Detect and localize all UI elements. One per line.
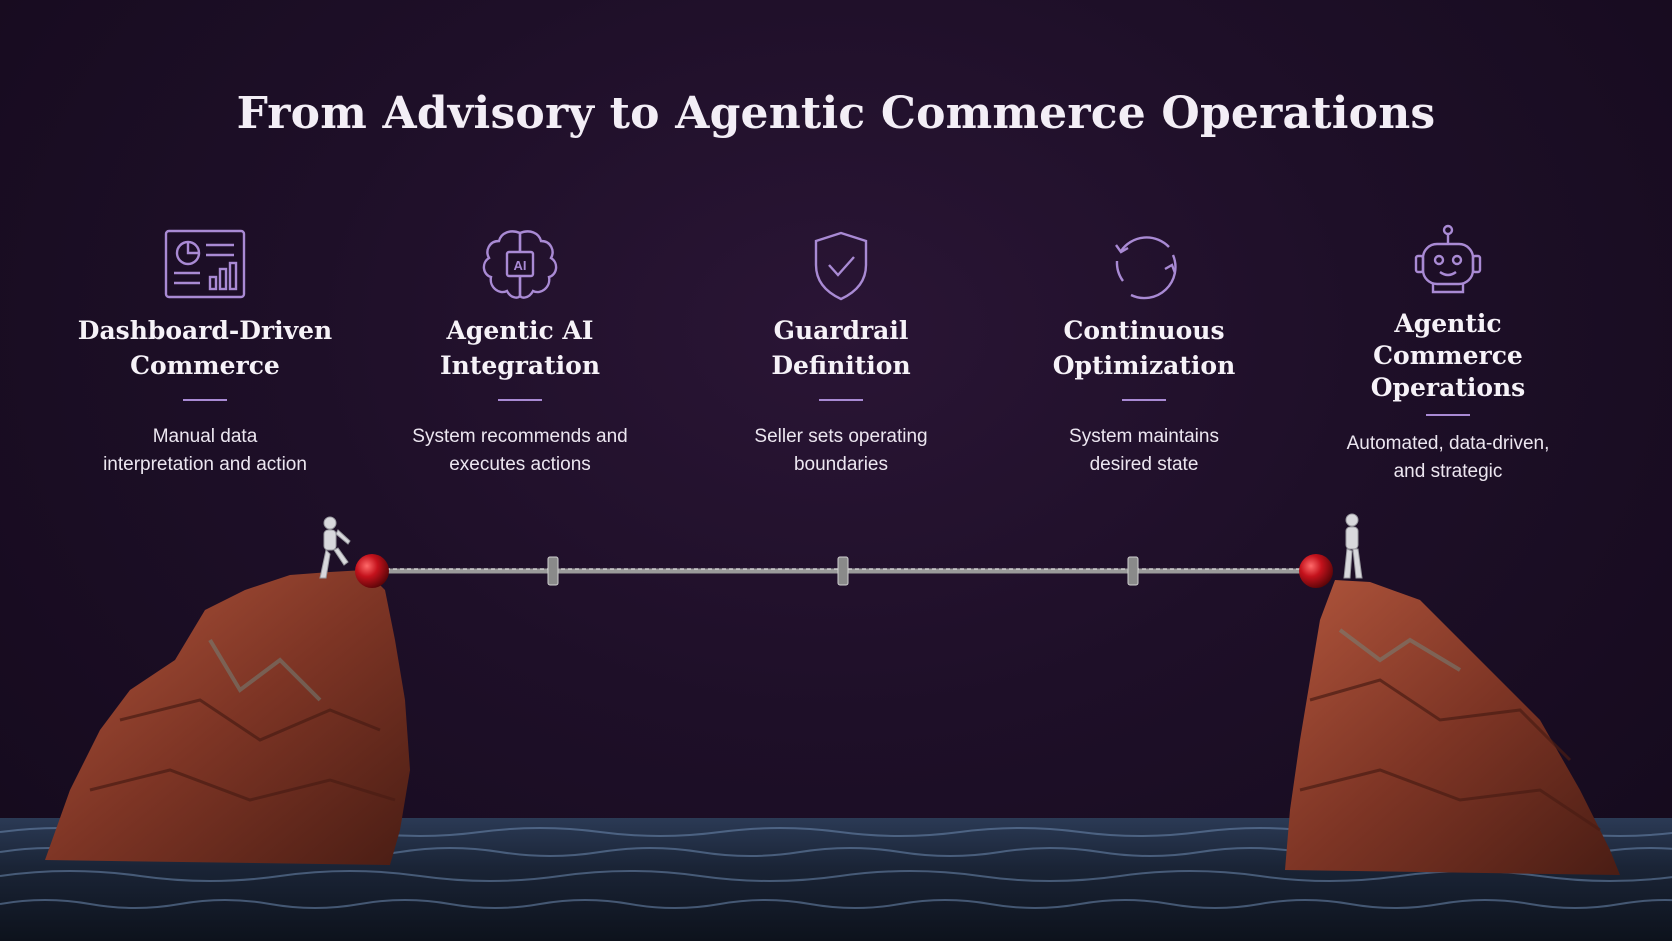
heading-line: Commerce (1373, 341, 1523, 370)
description-line: interpretation and action (103, 454, 307, 475)
heading-line: Operations (1370, 373, 1526, 402)
step-agentic-ai-integration: AI Agentic AI Integration System recomme… (375, 225, 665, 479)
step-heading: Guardrail Definition (696, 313, 986, 383)
steps-row: Dashboard-Driven Commerce Manual data in… (0, 224, 1672, 505)
step-description: Automated, data-driven, and strategic (1303, 430, 1593, 486)
right-anchor-ball (1299, 554, 1333, 588)
description-line: desired state (1089, 454, 1199, 475)
right-rock (1285, 580, 1620, 875)
left-anchor-ball (355, 554, 389, 588)
description-line: executes actions (449, 454, 591, 475)
page-title: From Advisory to Agentic Commerce Operat… (236, 88, 1436, 139)
description-line: Manual data (152, 426, 258, 447)
step-divider (1122, 399, 1166, 401)
step-description: System maintains desired state (999, 423, 1289, 479)
description-line: Seller sets operating (754, 426, 928, 447)
step-heading: Continuous Optimization (999, 313, 1289, 383)
step-dashboard-driven-commerce: Dashboard-Driven Commerce Manual data in… (60, 225, 350, 479)
description-line: System recommends and (412, 426, 628, 447)
heading-line: Guardrail (773, 316, 909, 345)
robot-icon (1403, 220, 1493, 300)
step-description: Seller sets operating boundaries (696, 423, 986, 479)
heading-line: Integration (439, 351, 601, 380)
refresh-cycle-icon (1099, 225, 1189, 305)
dashboard-chart-icon (160, 225, 250, 305)
step-description: Manual data interpretation and action (60, 423, 350, 479)
heading-line: Agentic (1394, 309, 1502, 338)
heading-line: Dashboard-Driven (77, 316, 333, 345)
step-divider (498, 399, 542, 401)
step-description: System recommends and executes actions (375, 423, 665, 479)
step-divider (819, 399, 863, 401)
heading-line: Optimization (1052, 351, 1236, 380)
heading-line: Definition (771, 351, 911, 380)
heading-line: Continuous (1063, 316, 1225, 345)
step-heading: Agentic Commerce Operations (1303, 308, 1593, 404)
heading-line: Agentic AI (446, 316, 594, 345)
step-heading: Agentic AI Integration (375, 313, 665, 383)
heading-line: Commerce (130, 351, 280, 380)
ai-brain-icon: AI (475, 225, 565, 305)
description-line: Automated, data-driven, (1346, 433, 1550, 454)
rope-clamps (547, 556, 1139, 586)
description-line: boundaries (793, 454, 889, 475)
description-line: System maintains (1069, 426, 1219, 447)
left-figure (319, 516, 351, 579)
right-figure (1343, 513, 1363, 579)
shield-check-icon (796, 225, 886, 305)
step-divider (1426, 414, 1470, 416)
step-guardrail-definition: Guardrail Definition Seller sets operati… (696, 225, 986, 479)
step-divider (183, 399, 227, 401)
step-continuous-optimization: Continuous Optimization System maintains… (999, 225, 1289, 479)
ai-icon-label: AI (514, 258, 527, 273)
step-heading: Dashboard-Driven Commerce (60, 313, 350, 383)
description-line: and strategic (1393, 461, 1503, 482)
step-agentic-commerce-operations: Agentic Commerce Operations Automated, d… (1303, 220, 1593, 486)
